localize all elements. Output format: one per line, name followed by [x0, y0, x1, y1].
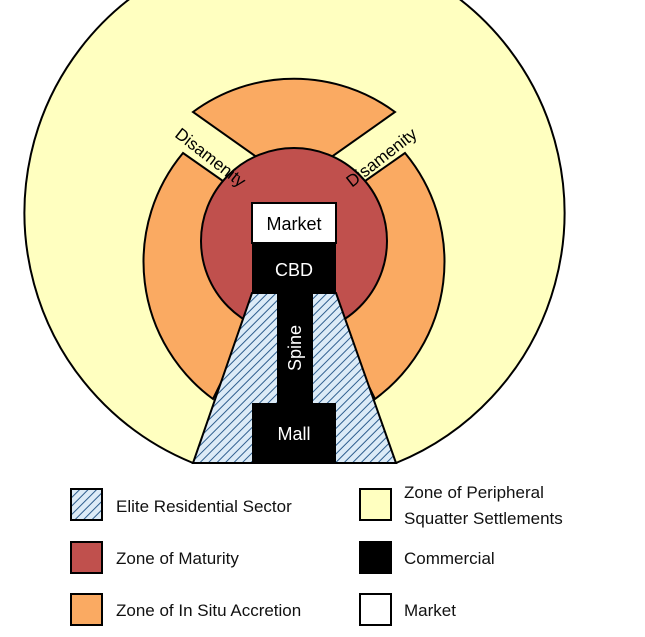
market-block — [251, 202, 337, 244]
legend-swatch-elite — [70, 488, 103, 521]
mall-label: Mall — [277, 424, 310, 444]
cbd-block — [252, 243, 336, 293]
legend-swatch-accretion — [70, 593, 103, 626]
legend-label-market: Market — [404, 601, 456, 620]
legend-item-accretion: Zone of In Situ Accretion — [70, 593, 301, 626]
legend-item-market: Market — [359, 593, 456, 626]
cbd-label: CBD — [275, 260, 313, 280]
legend-label-accretion: Zone of In Situ Accretion — [116, 601, 301, 620]
legend-item-maturity: Zone of Maturity — [70, 541, 239, 574]
spine-block — [277, 293, 313, 405]
legend-swatch-market — [359, 593, 392, 626]
market-label: Market — [266, 214, 321, 234]
legend-swatch-maturity — [70, 541, 103, 574]
mall-block — [252, 403, 336, 463]
legend: Elite Residential Sector Zone of Maturit… — [70, 483, 563, 626]
legend-item-commercial: Commercial — [359, 541, 495, 574]
legend-swatch-peripheral — [359, 488, 392, 521]
legend-label-maturity: Zone of Maturity — [116, 549, 239, 568]
legend-label-peripheral-line2: Squatter Settlements — [404, 509, 563, 528]
legend-item-peripheral: Zone of Peripheral Squatter Settlements — [359, 483, 563, 528]
legend-label-elite: Elite Residential Sector — [116, 497, 292, 516]
legend-swatch-commercial — [359, 541, 392, 574]
legend-item-elite: Elite Residential Sector — [70, 488, 292, 521]
legend-label-peripheral-line1: Zone of Peripheral — [404, 483, 544, 502]
legend-label-commercial: Commercial — [404, 549, 495, 568]
spine-label: Spine — [285, 325, 305, 371]
